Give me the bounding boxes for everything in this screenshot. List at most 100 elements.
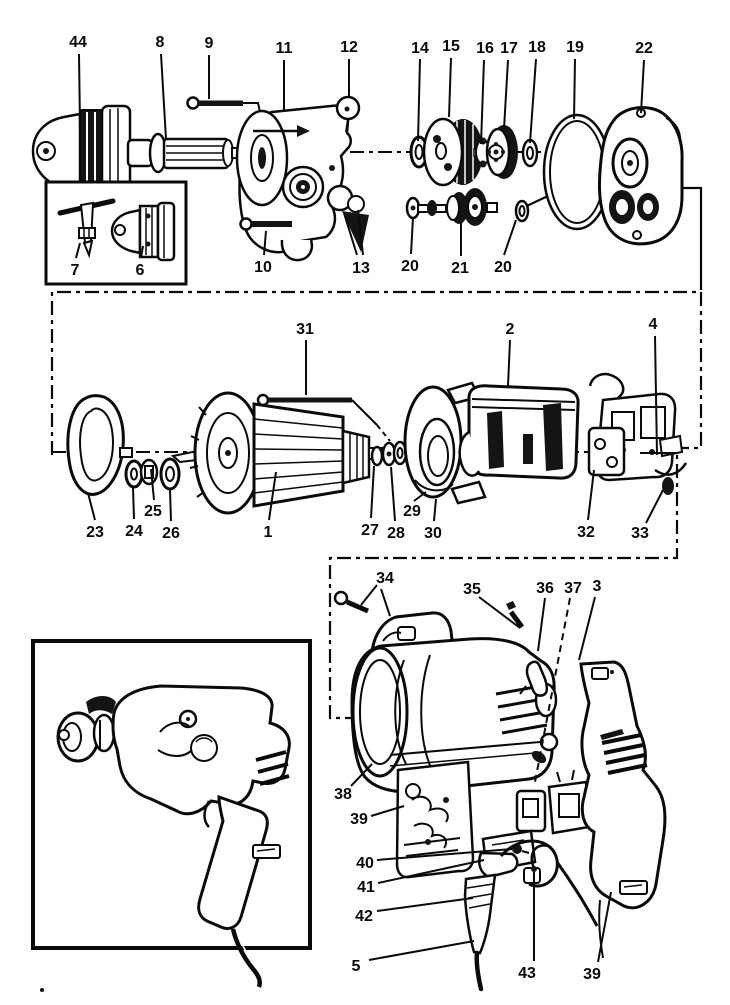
leader-line-37	[534, 597, 571, 783]
part-callout-2: 2	[506, 321, 515, 338]
switch-assembly	[463, 769, 599, 992]
leader-line-25	[150, 468, 155, 501]
leader-line-1	[268, 471, 277, 521]
part-callout-10: 10	[254, 259, 272, 276]
part-callout-3: 3	[593, 578, 602, 595]
middle-box-top-left	[50, 290, 701, 455]
top-section	[31, 95, 684, 286]
clamp-part-41	[478, 851, 519, 879]
field-part-2	[458, 384, 580, 480]
part-callout-26: 26	[162, 525, 180, 542]
leader-line-34	[380, 588, 391, 617]
screw-part-10	[239, 217, 292, 231]
leader-line-30	[433, 498, 437, 522]
leader-line-24	[132, 487, 135, 520]
leader-line-13	[357, 209, 364, 256]
pin-part-36	[519, 660, 549, 764]
part-callout-5: 5	[352, 958, 361, 975]
stray-dot	[40, 988, 44, 992]
washer-part-25	[139, 458, 159, 486]
leader-line-7	[75, 242, 81, 259]
part-callout-40: 40	[356, 855, 374, 872]
part-callout-34: 34	[376, 570, 394, 587]
leader-line-29	[413, 491, 427, 502]
leader-line-34	[360, 584, 378, 606]
leader-line-14	[417, 58, 421, 142]
screw-part-35	[506, 601, 525, 629]
part-callout-39: 39	[350, 811, 368, 828]
leader-line-5	[368, 940, 475, 961]
bearing-parts-27-28	[370, 440, 408, 467]
leader-line-35	[478, 596, 521, 629]
part-callout-14: 14	[411, 40, 429, 57]
drill-cord	[230, 928, 262, 988]
leader-line-39	[370, 805, 405, 817]
leader-line-2	[507, 339, 511, 387]
leader-line-33	[645, 489, 664, 524]
gear-part-17	[485, 125, 518, 179]
torque-arrow-head	[297, 125, 310, 137]
washer-part-18	[521, 138, 539, 168]
part-callout-29: 29	[403, 503, 421, 520]
handle-housing-part-3	[579, 660, 667, 959]
part-callout-33: 33	[631, 525, 649, 542]
wire-part-43	[530, 844, 552, 869]
part-callout-16: 16	[476, 40, 494, 57]
part-callout-35: 35	[463, 581, 481, 598]
washer-part-26	[159, 457, 181, 491]
drill-handle	[197, 794, 269, 931]
leader-line-28	[390, 466, 396, 522]
washer-part-24	[124, 459, 144, 489]
leader-line-4	[654, 335, 658, 456]
part-callout-28: 28	[387, 525, 405, 542]
part-callout-22: 22	[635, 40, 653, 57]
brush-holder-parts-32-4-33	[587, 372, 688, 495]
middle-box-right-bottom	[328, 292, 703, 720]
leader-line-27	[370, 465, 375, 519]
part-callout-6: 6	[136, 262, 145, 279]
screw-part-9	[186, 96, 261, 113]
part-callout-21: 21	[451, 260, 469, 277]
leader-line-38	[350, 763, 373, 787]
part-callout-1: 1	[264, 524, 273, 541]
spindle-part-8	[126, 132, 255, 174]
part-callout-43: 43	[518, 965, 536, 982]
washer-part-20b	[514, 199, 530, 223]
leader-line-17	[503, 59, 509, 130]
part-callout-17: 17	[500, 40, 518, 57]
part-callout-13: 13	[352, 260, 370, 277]
part-callout-11: 11	[276, 40, 293, 57]
cord-part-5	[474, 950, 484, 992]
part-callout-15: 15	[442, 38, 460, 55]
drill-trigger	[203, 800, 211, 828]
screw-part-31	[256, 393, 391, 442]
leader-line-41	[377, 859, 485, 884]
chuck-part-6	[110, 201, 176, 262]
part-callout-27: 27	[361, 522, 379, 539]
shaft-part-21	[417, 188, 498, 226]
ball-part-12	[335, 95, 361, 133]
leader-line-8	[160, 53, 167, 140]
part-callout-23: 23	[86, 524, 104, 541]
bearing-bracket-parts-29-30	[403, 381, 487, 505]
brush-plate-part-39	[395, 760, 475, 879]
part-callout-42: 42	[355, 908, 373, 925]
leader-line-18	[529, 58, 537, 144]
leader-line-44	[78, 53, 81, 128]
oring-part-19	[542, 113, 612, 231]
strap-part-23	[66, 394, 133, 496]
part-callout-30: 30	[424, 525, 442, 542]
part-callout-19: 19	[566, 39, 584, 56]
leader-line-26	[169, 489, 172, 522]
leader-line-20	[410, 216, 414, 255]
middle-section	[66, 372, 688, 515]
bottom-section	[333, 590, 667, 992]
part-callout-44: 44	[69, 34, 87, 51]
end-plate-part-22	[597, 106, 684, 246]
part-callout-41: 41	[357, 879, 375, 896]
leader-line-32	[587, 469, 595, 521]
armature-part-1	[170, 391, 383, 515]
part-callout-32: 32	[577, 524, 595, 541]
